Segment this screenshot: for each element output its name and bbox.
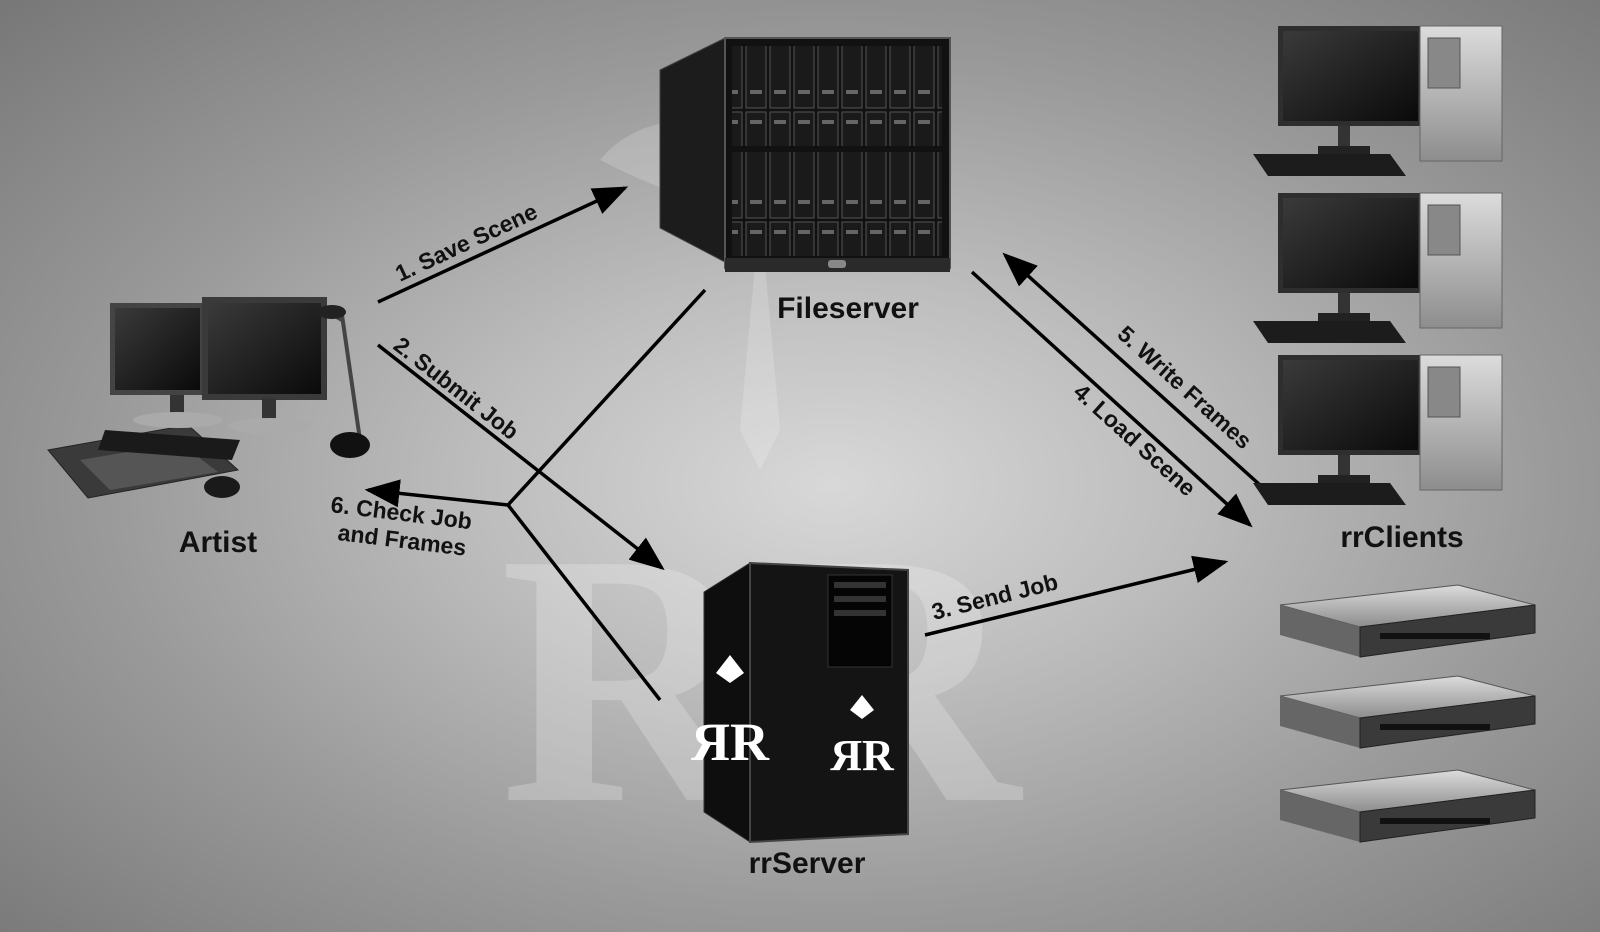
label-submit-job: 2. Submit Job	[389, 331, 524, 444]
arrow-save-scene	[377, 186, 629, 304]
label-save-scene: 1. Save Scene	[391, 198, 541, 286]
arrow-write-frames	[1002, 252, 1262, 487]
tower-server-icon: ЯR ЯR	[691, 561, 909, 844]
node-label-fileserver: Fileserver	[777, 292, 919, 325]
line-fileserver-to-junction	[506, 288, 707, 507]
rr-logo-front: ЯR	[830, 731, 895, 780]
desktop-pc-icon	[1253, 354, 1503, 505]
arrow-send-job	[924, 555, 1229, 637]
arrow-submit-job	[376, 343, 665, 571]
node-label-rrserver: rrServer	[749, 847, 866, 880]
rack-server-icon	[1279, 769, 1536, 843]
desktop-pc-icon	[1253, 192, 1503, 343]
arrow-load-scene	[970, 270, 1253, 528]
line-rrserver-to-junction	[506, 503, 662, 702]
arrow-check-job	[364, 479, 509, 508]
blade-server-icon	[659, 37, 951, 272]
desktop-pc-icon	[1253, 25, 1503, 176]
node-label-rrclients: rrClients	[1340, 521, 1463, 554]
rr-logo-side: ЯR	[691, 712, 770, 772]
rack-server-icon	[1279, 584, 1536, 658]
node-label-artist: Artist	[179, 526, 257, 559]
dual-monitor-workstation-icon	[47, 297, 370, 499]
rrclients-group	[1253, 25, 1536, 843]
connectors	[364, 186, 1262, 702]
rack-server-icon	[1279, 675, 1536, 749]
